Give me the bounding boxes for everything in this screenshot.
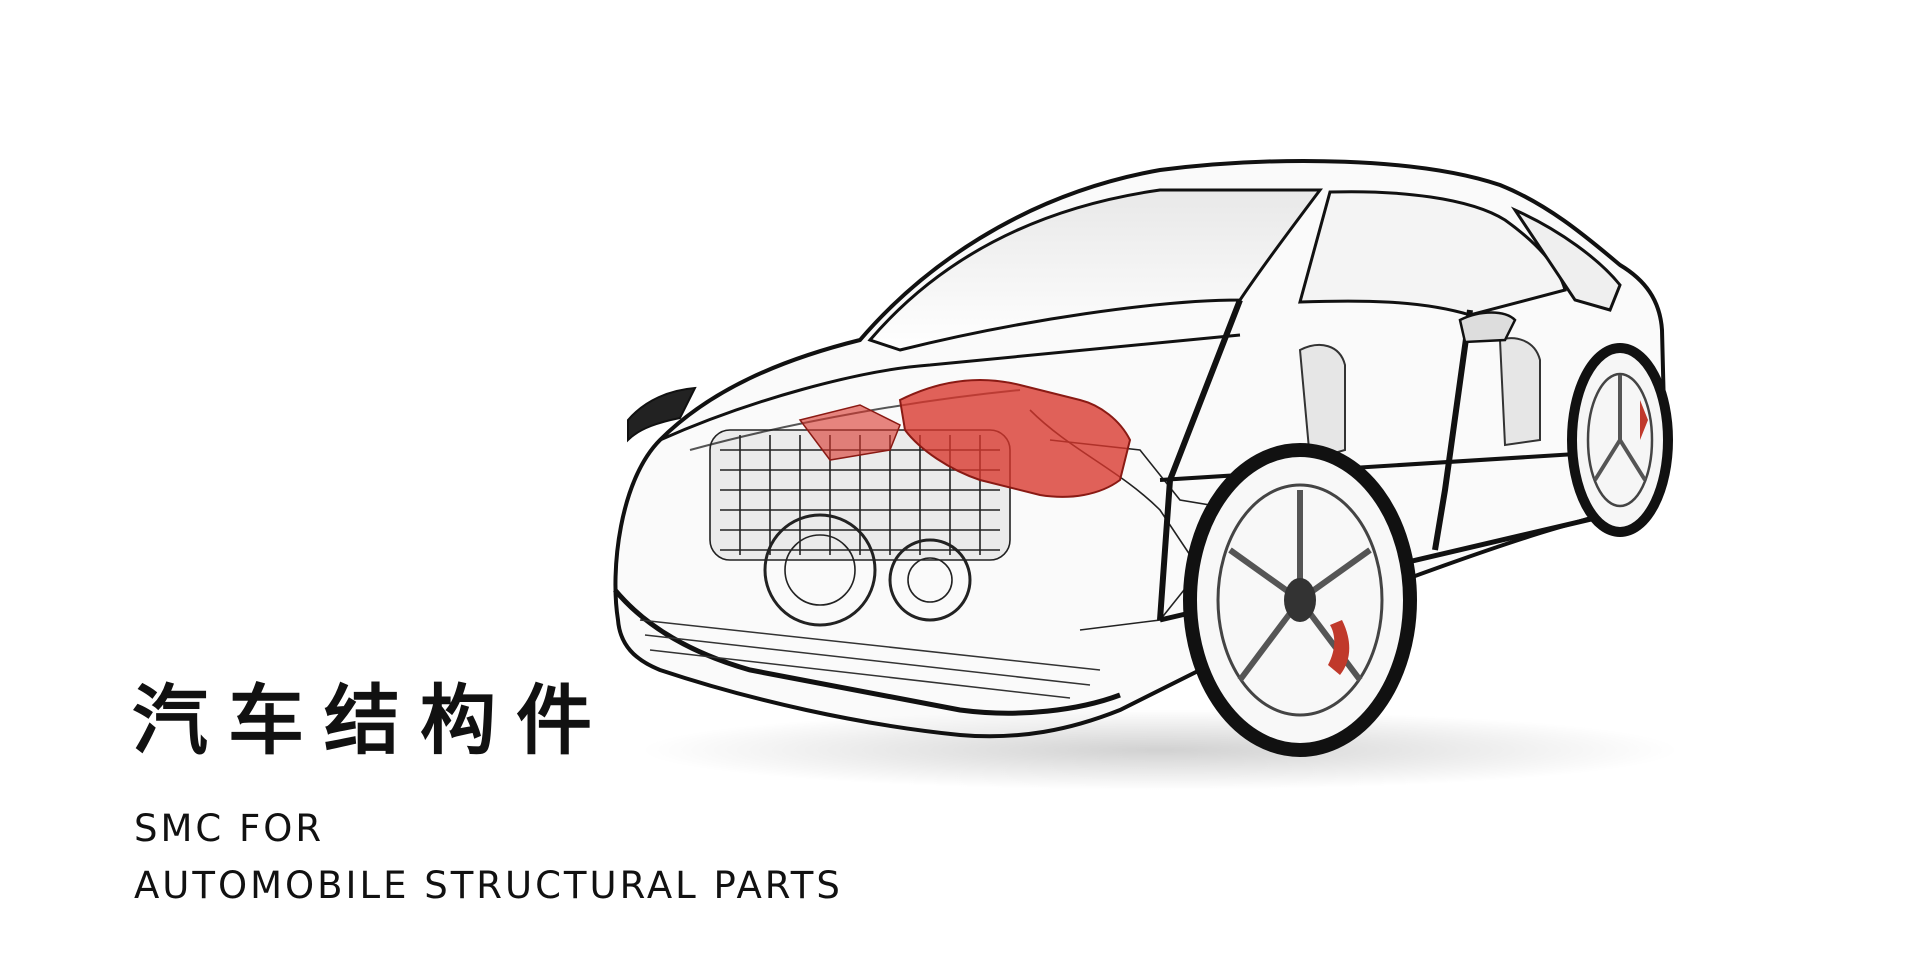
brake-caliper	[1328, 620, 1350, 675]
headlight	[627, 386, 697, 443]
page-subtitle: SMC FOR AUTOMOBILE STRUCTURAL PARTS	[134, 800, 843, 914]
page-title: 汽车结构件	[132, 676, 612, 765]
rear-wheel	[1567, 343, 1673, 537]
car-body-outline	[613, 159, 1668, 739]
side-mirror	[1458, 311, 1517, 344]
front-bumper	[613, 588, 1121, 716]
rear-window	[1510, 206, 1622, 312]
hood-line	[659, 333, 1241, 442]
highlighted-structural-part-2	[798, 404, 901, 461]
car-xray-illustration	[600, 150, 1720, 790]
highlighted-structural-part	[898, 379, 1132, 498]
windshield	[867, 188, 1323, 352]
b-pillar	[1432, 309, 1473, 551]
subtitle-line-1: SMC FOR	[134, 807, 325, 850]
rear-brake-caliper	[1640, 400, 1648, 440]
subtitle-line-2: AUTOMOBILE STRUCTURAL PARTS	[134, 864, 843, 907]
front-grille-lines	[639, 619, 1101, 699]
car-shadow	[640, 710, 1680, 790]
front-wheel	[1183, 443, 1417, 757]
